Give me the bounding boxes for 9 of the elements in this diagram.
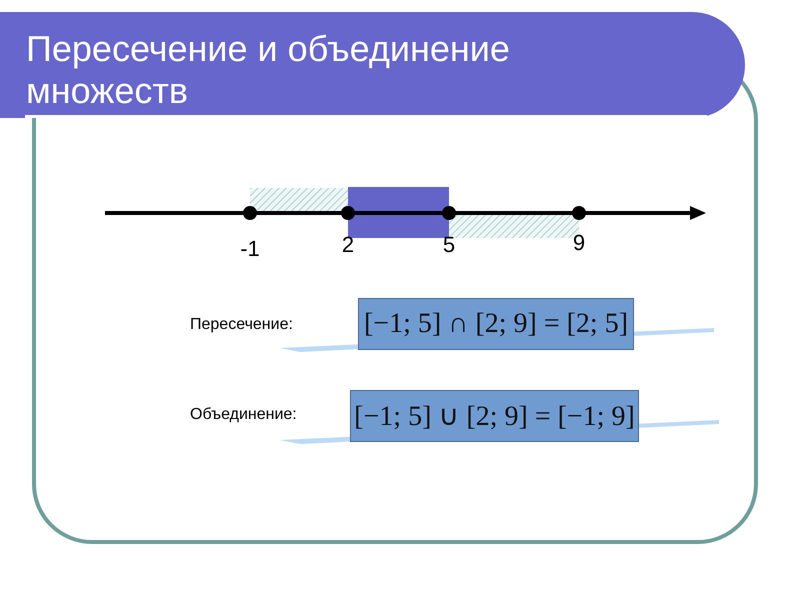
formula-box: [−1; 5] ∩ [2; 9] = [2; 5] (358, 298, 634, 350)
tick-label: 9 (572, 230, 586, 256)
formula-caption: Объединение: (190, 406, 297, 424)
tick-label: -1 (240, 236, 260, 262)
formula-caption: Пересечение: (190, 316, 293, 334)
tick-label: 2 (342, 232, 354, 258)
slide-title: Пересечение и объединение множеств (26, 28, 511, 112)
formula-box: [−1; 5] ∪ [2; 9] = [−1; 9] (350, 390, 639, 442)
tick-label: 5 (442, 232, 456, 258)
